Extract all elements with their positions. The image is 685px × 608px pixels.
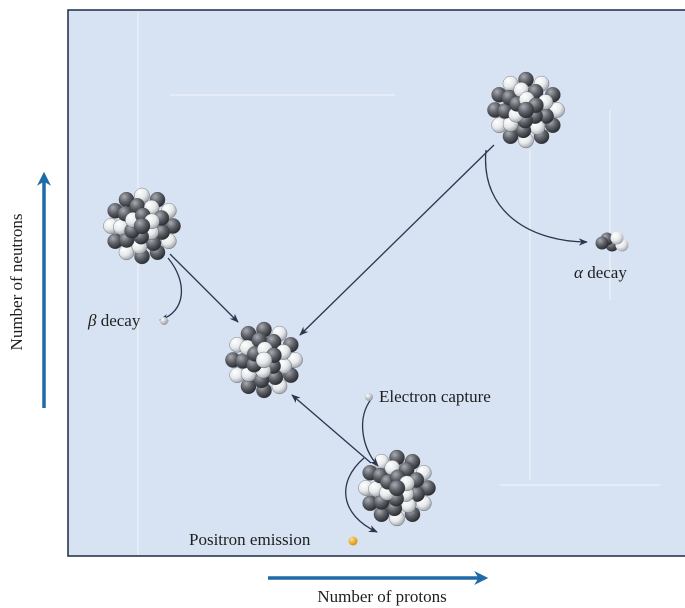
neutron-sphere: [518, 102, 534, 118]
neutron-sphere: [134, 218, 150, 234]
x-axis-label: Number of protons: [317, 587, 446, 606]
electron-capture-label: Electron capture: [379, 387, 491, 406]
alpha-word: decay: [583, 263, 627, 282]
y-axis-label: Number of neutrons: [7, 214, 26, 351]
positron-dot-icon: [349, 537, 358, 546]
beta-decay-label: β decay: [87, 311, 141, 330]
proton-sphere: [256, 352, 272, 368]
beta-word: decay: [96, 311, 140, 330]
neutron-sphere: [389, 480, 405, 496]
electron-capture-dot-icon: [365, 393, 373, 401]
alpha-decay-label: α decay: [574, 263, 627, 282]
positron-emission-label: Positron emission: [189, 530, 311, 549]
beta-electron-dot-icon: [160, 317, 168, 325]
